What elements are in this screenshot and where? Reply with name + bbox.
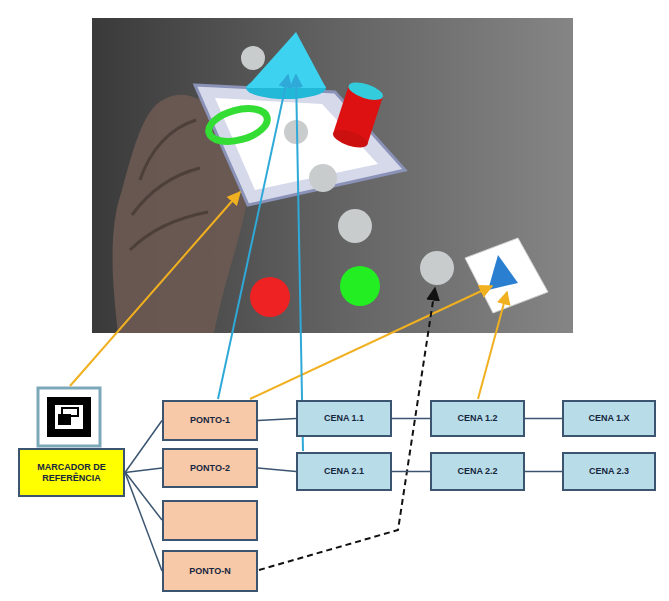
cylinder-bottom: [331, 127, 370, 151]
connector-line: [125, 421, 162, 473]
point-box: PONTO-N: [162, 550, 258, 592]
cylinder-top: [346, 79, 385, 103]
connector-line: [525, 418, 562, 420]
scene-box: CENA 1.X: [562, 400, 656, 437]
dashed-pointer: [259, 288, 435, 570]
empty-point-box: [163, 501, 257, 540]
pointer-arrow: [296, 75, 303, 451]
marker-icon: [38, 388, 100, 446]
box-label: CENA 1.2: [457, 413, 497, 423]
box-label: PONTO-N: [189, 566, 230, 576]
scene-box: CENA 1.1: [296, 400, 392, 437]
pointer-arrow: [218, 75, 288, 399]
green-point: [340, 266, 380, 306]
tree-line: [125, 472, 162, 520]
hand-fingers: [130, 120, 208, 250]
grey-point: [420, 251, 454, 285]
reference-box: MARCADOR DE REFERÊNCIA: [18, 448, 125, 497]
point-card: [465, 238, 548, 313]
scene-box: CENA 2.2: [430, 452, 525, 491]
marker-icon-glyph: [62, 408, 78, 416]
marker-icon-border: [47, 397, 91, 437]
grey-point: [338, 209, 372, 243]
scene-box: CENA 2.1: [296, 452, 392, 491]
connector-line: [392, 418, 430, 420]
connector-line: [258, 468, 296, 472]
red-point: [250, 277, 290, 317]
card-triangle: [488, 255, 518, 290]
pointer-arrow: [250, 286, 492, 399]
red-cylinder: [331, 79, 385, 151]
box-label: PONTO-2: [190, 463, 230, 473]
pointer-arrow: [70, 192, 240, 386]
grey-point: [241, 46, 265, 70]
point-box: PONTO-1: [162, 400, 258, 441]
connector-line: [258, 419, 296, 421]
connector-line: [525, 471, 562, 473]
box-label: PONTO-1: [190, 415, 230, 425]
camera-photo: [92, 18, 573, 333]
grey-point: [309, 164, 337, 192]
connector-line: [125, 473, 162, 572]
pointer-arrow: [478, 292, 507, 399]
connector-line: [392, 471, 430, 473]
box-label: CENA 1.1: [324, 413, 364, 423]
box-label: CENA 2.1: [324, 466, 364, 476]
box-label: MARCADOR DE REFERÊNCIA: [25, 462, 118, 483]
box-label: CENA 1.X: [588, 413, 629, 423]
connector-line: [125, 468, 162, 473]
box-label: CENA 2.2: [457, 466, 497, 476]
marker-card: [195, 85, 405, 205]
box-label: CENA 2.3: [589, 466, 629, 476]
scene-box: CENA 2.3: [562, 452, 656, 491]
green-torus: [205, 103, 271, 148]
point-box: PONTO-2: [162, 448, 258, 488]
marker-icon-inner: [55, 405, 83, 429]
scene-box: CENA 1.2: [430, 400, 525, 437]
